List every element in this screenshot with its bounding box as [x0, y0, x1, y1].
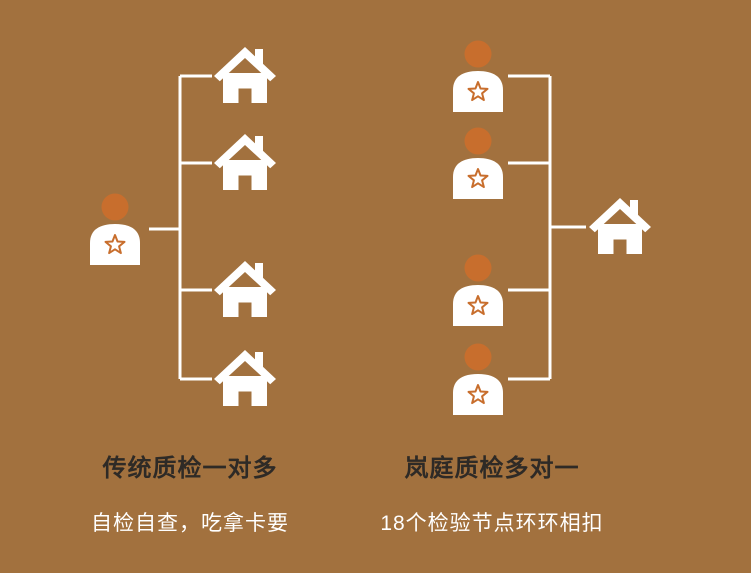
inspector-icon: [89, 193, 141, 265]
right-caption-title: 岚庭质检多对一: [404, 455, 580, 482]
house-icon: [214, 350, 276, 406]
left-caption-title: 传统质检一对多: [102, 455, 278, 482]
left-connector-lines: [149, 74, 212, 381]
inspector-icon: [452, 127, 504, 199]
inspector-icon: [452, 343, 504, 415]
right-caption: 岚庭质检多对一 18个检验节点环环相扣: [337, 448, 647, 537]
house-icon: [214, 47, 276, 103]
left-caption-subtitle: 自检自查，吃拿卡要: [91, 512, 289, 535]
house-icon: [214, 261, 276, 317]
right-caption-subtitle: 18个检验节点环环相扣: [380, 512, 604, 535]
house-icon: [214, 134, 276, 190]
comparison-diagram: [89, 40, 651, 415]
inspector-icon: [452, 40, 504, 112]
inspector-icon: [452, 254, 504, 326]
left-caption: 传统质检一对多 自检自查，吃拿卡要: [35, 448, 345, 537]
right-connector-lines: [508, 74, 586, 381]
house-icon: [589, 198, 651, 254]
